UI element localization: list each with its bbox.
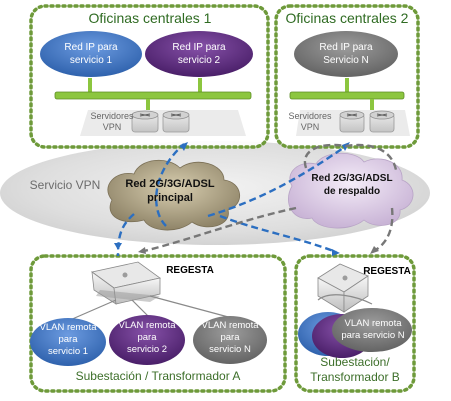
site-b-title-line2: Transformador B — [310, 370, 400, 384]
hq2-net-label: Red IP para Servicio N — [305, 41, 387, 67]
hq2-servers-label: Servidores VPN — [282, 111, 338, 133]
backup-network-label: Red 2G/3G/ADSL de respaldo — [300, 172, 404, 198]
site-a-vlan-service1 — [30, 318, 106, 366]
site-a-vlan-serviceN — [193, 316, 267, 364]
hq1-servers-label: Servidores VPN — [84, 111, 140, 133]
site-b-vlan-serviceN — [332, 308, 412, 352]
site-a-vlan2-line2: para — [137, 332, 157, 343]
hq1-servers-line2: VPN — [102, 122, 122, 132]
main-link-hq1 — [155, 143, 185, 227]
site-a-title: Subestación / Transformador A — [75, 369, 241, 383]
hq1-net2-label: Red IP para servicio 2 — [158, 41, 240, 67]
hq2-net-line1: Red IP para — [319, 42, 373, 53]
site-b-vlan-line1: VLAN remota — [344, 318, 402, 329]
site-b-vlan-label: VLAN remota para servicio N — [333, 318, 413, 342]
main-network-line2: principal — [147, 192, 193, 204]
site-b-regesta-label: REGESTA — [363, 266, 411, 277]
hq1-service1-network — [40, 31, 142, 77]
backup-network-cloud — [287, 152, 414, 229]
site-b-vlan-line2: para servicio N — [341, 330, 405, 341]
site-a-vlan2-label: VLAN remota para servicio 2 — [111, 320, 183, 356]
hq2-title: Oficinas centrales 2 — [285, 10, 409, 26]
hq2-vpn-servers-icon — [296, 110, 410, 136]
site-a-vlan-service2 — [109, 315, 185, 365]
backup-network-line1: Red 2G/3G/ADSL — [311, 173, 393, 184]
backup-link-site-a — [139, 206, 297, 254]
site-a-vlanN-line1: VLAN remota — [201, 320, 259, 331]
backup-network-line2: de respaldo — [323, 186, 381, 197]
site-a-vlan1-line2: para — [58, 334, 78, 345]
main-network-label: Red 2G/3G/ADSL principal — [118, 177, 222, 205]
main-link-hq2 — [207, 145, 347, 218]
main-link-site-b — [219, 214, 337, 254]
site-a-regesta-device-icon — [91, 261, 161, 305]
hq1-net1-line2: servicio 1 — [69, 55, 113, 66]
hq1-vpn-servers-icon — [80, 110, 246, 136]
hq1-servers-line1: Servidores — [90, 111, 134, 121]
backup-link-hq2 — [303, 143, 398, 171]
site-a-vlan2-line1: VLAN remota — [118, 320, 176, 331]
site-a-vlan1-label: VLAN remota para servicio 1 — [32, 322, 104, 358]
site-b-title-line1: Subestación/ — [320, 355, 390, 369]
site-b-title: Subestación/ Transformador B — [300, 355, 410, 385]
main-network-line1: Red 2G/3G/ADSL — [125, 178, 215, 190]
site-a-vlanN-label: VLAN remota para servicio N — [194, 320, 266, 356]
hq2-servers-line1: Servidores — [288, 111, 332, 121]
main-network-cloud — [107, 160, 240, 231]
vpn-service-label: Servicio VPN — [29, 178, 101, 192]
main-link-site-a — [116, 213, 135, 257]
hq1-net2-line2: servicio 2 — [177, 55, 221, 66]
hq1-service2-network — [145, 31, 253, 77]
hq1-net1-label: Red IP para servicio 1 — [50, 41, 132, 67]
hq2-serviceN-network — [294, 31, 398, 77]
site-a-vlan2-line3: servicio 2 — [126, 344, 168, 355]
hq1-net2-line1: Red IP para — [172, 42, 226, 53]
hq2-bus — [289, 91, 405, 100]
site-a-vlan1-line1: VLAN remota — [39, 322, 97, 333]
site-a-regesta-label: REGESTA — [166, 265, 214, 276]
hq1-bus — [54, 91, 252, 100]
hq2-servers-line2: VPN — [300, 122, 320, 132]
site-a-vlanN-line2: para — [220, 332, 240, 343]
site-a-vlanN-line3: servicio N — [209, 344, 251, 355]
hq1-title: Oficinas centrales 1 — [88, 10, 212, 26]
hq2-net-line2: Servicio N — [323, 55, 369, 66]
site-a-vlan1-line3: servicio 1 — [47, 346, 89, 357]
hq1-net1-line1: Red IP para — [64, 42, 118, 53]
